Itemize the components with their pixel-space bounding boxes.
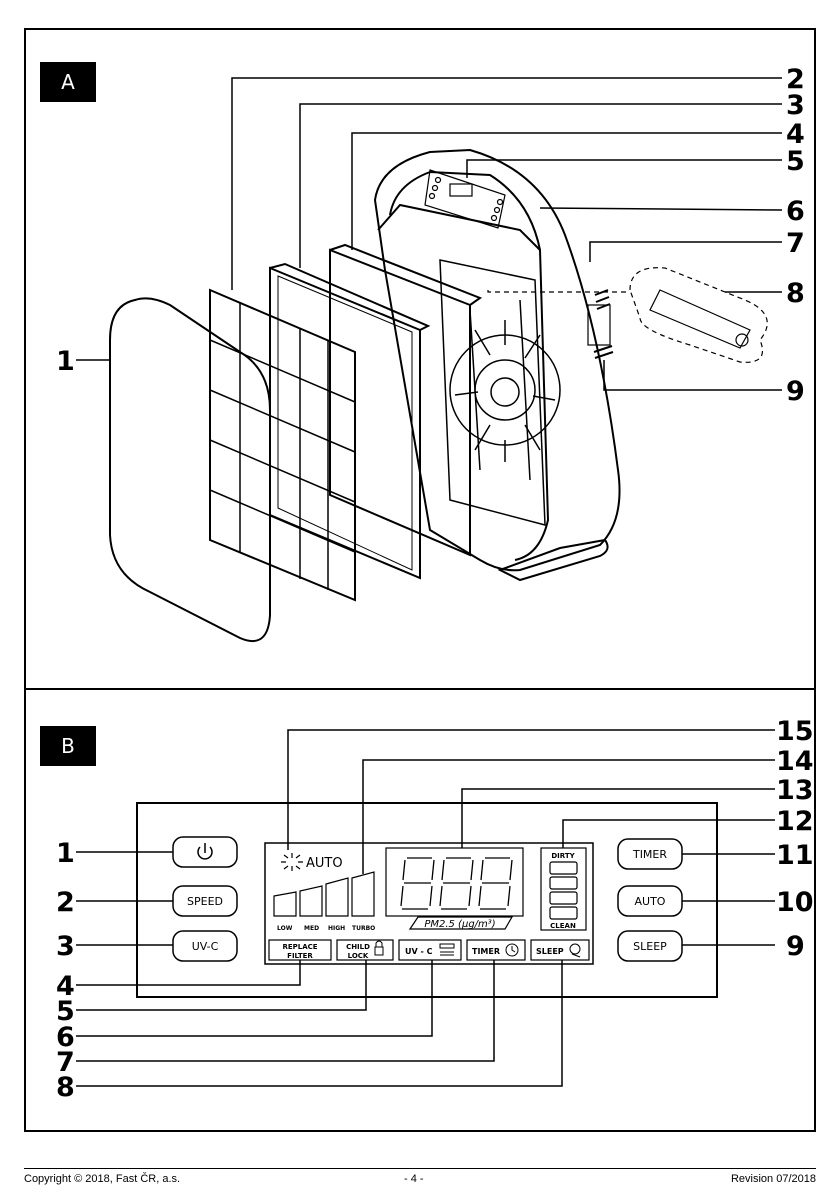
pm-unit-label: PM2.5 (µg/m³) — [424, 919, 495, 930]
child-label: CHILD — [346, 943, 370, 951]
callout-b-14: 14 — [776, 746, 814, 777]
callout-b-9: 9 — [786, 931, 805, 962]
speed-med-label: MED — [304, 925, 319, 932]
sleep-indicator-label: SLEEP — [536, 947, 564, 956]
page-footer: Copyright © 2018, Fast ČR, a.s. - 4 - Re… — [24, 1168, 816, 1169]
lock-label: LOCK — [348, 952, 369, 960]
speed-button-label: SPEED — [187, 895, 223, 908]
page-number: - 4 - — [404, 1173, 424, 1185]
replace-label: REPLACE — [282, 943, 317, 951]
callout-b-13: 13 — [776, 775, 814, 806]
callout-b-10: 10 — [776, 887, 814, 918]
callout-b-11: 11 — [776, 840, 814, 871]
callout-b-15: 15 — [776, 716, 814, 747]
callout-b-12: 12 — [776, 806, 814, 837]
dirty-label: DIRTY — [551, 852, 575, 860]
auto-indicator-label: AUTO — [306, 856, 343, 871]
callout-b-2: 2 — [56, 887, 75, 918]
speed-low-label: LOW — [277, 925, 293, 932]
revision-text: Revision 07/2018 — [731, 1173, 816, 1185]
clean-label: CLEAN — [550, 922, 576, 930]
uvc-indicator-label: UV - C — [405, 947, 433, 956]
speed-high-label: HIGH — [328, 925, 345, 932]
copyright-text: Copyright © 2018, Fast ČR, a.s. — [24, 1173, 180, 1185]
sleep-button-label: SLEEP — [633, 940, 667, 953]
speed-turbo-label: TURBO — [352, 925, 375, 932]
callout-b-3: 3 — [56, 931, 75, 962]
timer-button-label: TIMER — [632, 848, 667, 861]
filter-label: FILTER — [287, 952, 313, 960]
callout-b-8: 8 — [56, 1072, 75, 1103]
uvc-button-label: UV-C — [192, 940, 219, 953]
timer-indicator-label: TIMER — [472, 947, 500, 956]
auto-button-label: AUTO — [635, 895, 666, 908]
callout-b-1: 1 — [56, 838, 75, 869]
